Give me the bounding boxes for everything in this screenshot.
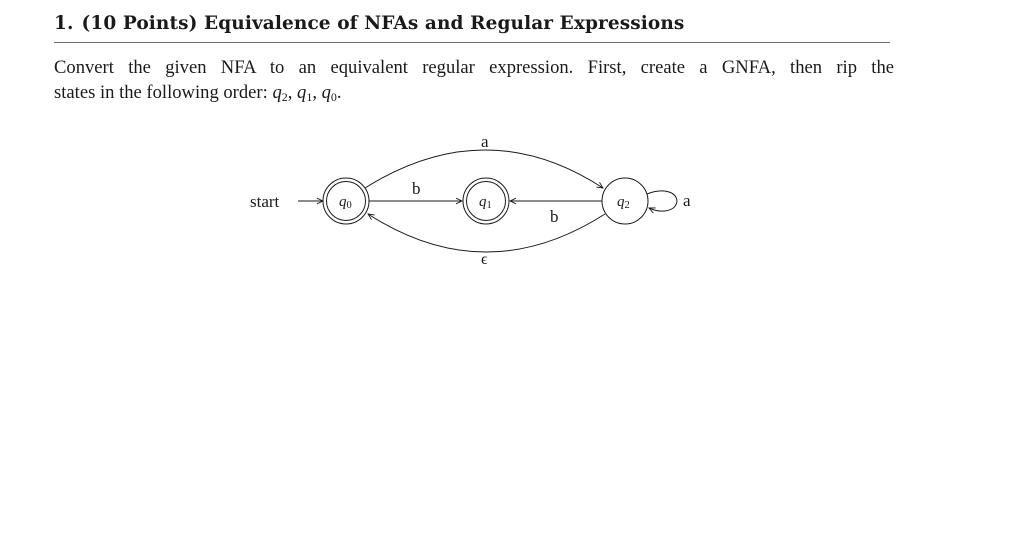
transition-q2-q0: ϵ <box>368 214 606 268</box>
heading-divider <box>54 42 890 43</box>
question-title: (10 Points) Equivalence of NFAs and Regu… <box>81 13 685 34</box>
question-text-line-2: states in the following order: q2, q1, q… <box>54 80 894 105</box>
state-q2: q2 <box>601 177 649 225</box>
transition-q2-self-loop: a <box>646 190 691 211</box>
rip-order-state-1: q2 <box>272 82 288 104</box>
rip-order-state-2: q1 <box>297 82 313 104</box>
question-number: 1. <box>54 13 74 34</box>
transition-q0-q1: b <box>369 179 462 201</box>
transition-q0-q2: a <box>364 132 603 188</box>
question-text-line-2-prefix: states in the following order: <box>54 82 273 103</box>
question-heading: 1. (10 Points) Equivalence of NFAs and Re… <box>54 13 684 34</box>
state-q1: q1 <box>462 177 510 225</box>
question-text-line-1: Convert the given NFA to an equivalent r… <box>54 57 894 78</box>
rip-order-state-3: q0 <box>321 82 337 104</box>
state-q0: q0 <box>322 177 370 225</box>
question-text: Convert the given NFA to an equivalent r… <box>54 55 894 105</box>
rip-order: q2, q1, q0. <box>272 82 342 104</box>
svg-text:q2: q2 <box>617 194 630 211</box>
svg-text:q0: q0 <box>339 194 352 211</box>
transition-q0-q2-label: a <box>481 132 489 151</box>
transition-q2-q1: b <box>510 201 602 226</box>
transition-q2-q1-label: b <box>550 207 559 226</box>
svg-text:q1: q1 <box>479 194 492 211</box>
transition-q2-q0-label: ϵ <box>481 251 488 268</box>
start-label: start <box>250 192 280 211</box>
transition-q2-self-loop-label: a <box>683 191 691 210</box>
transition-q0-q1-label: b <box>412 179 421 198</box>
